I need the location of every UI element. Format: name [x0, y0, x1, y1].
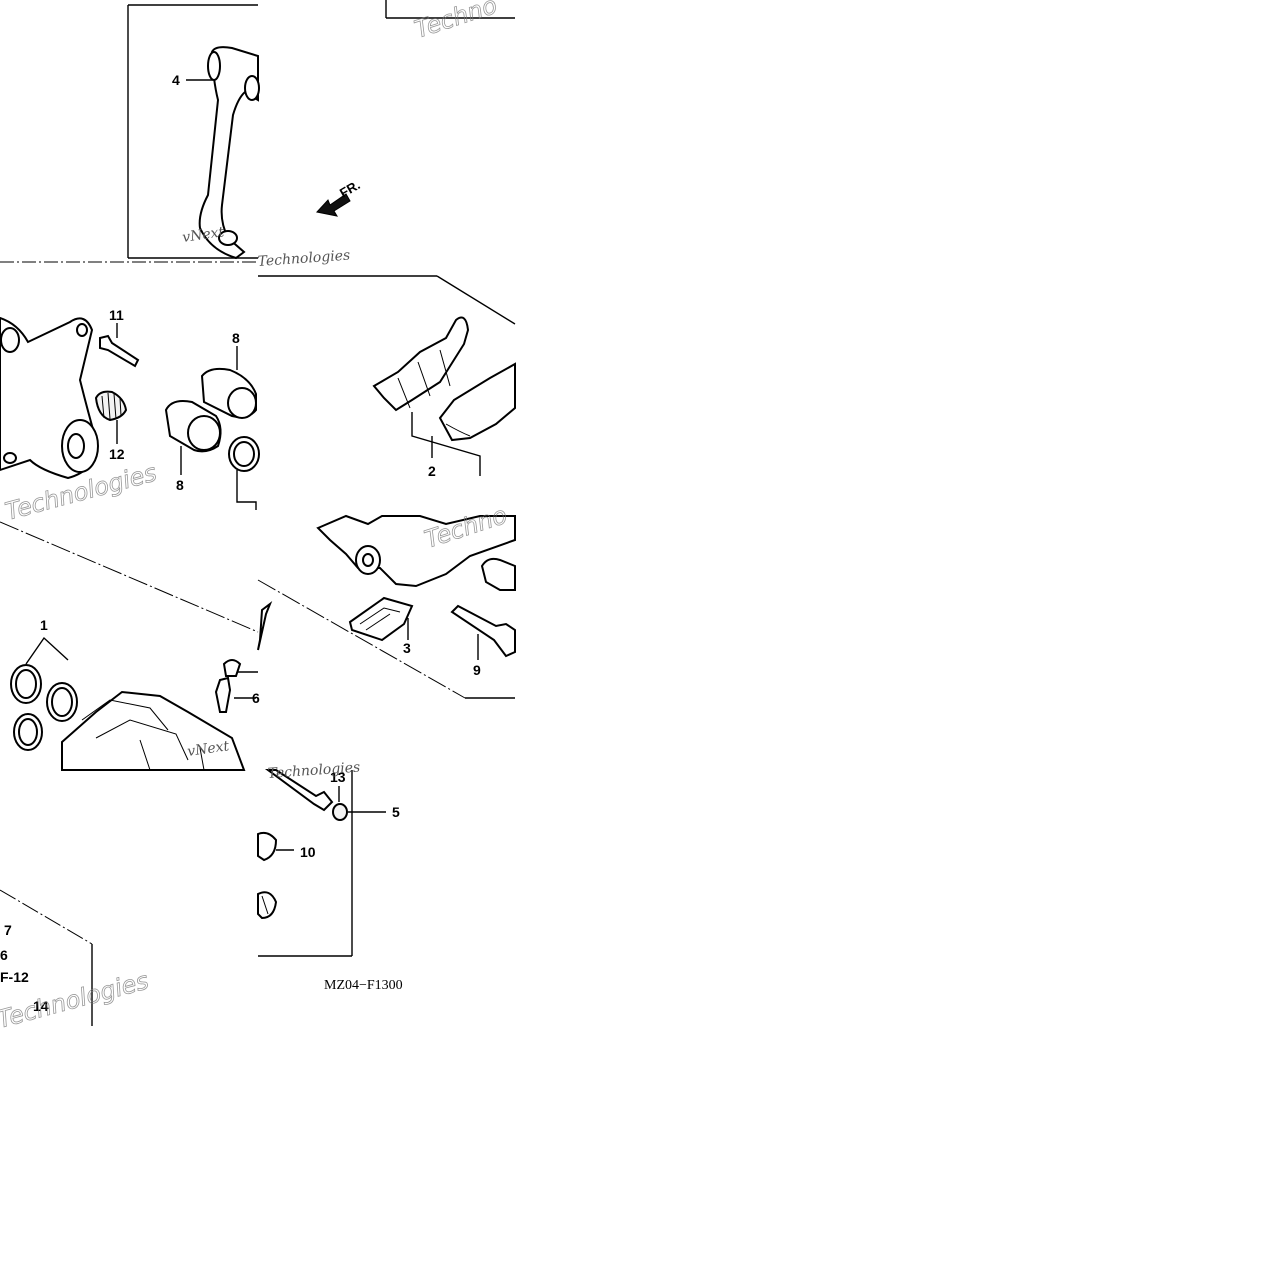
callout-7: 7	[4, 922, 12, 938]
tile-top: 4 vNext	[127, 4, 260, 260]
boot-part-12	[94, 390, 128, 444]
tile-bottom-left: 7 6 F-12 14 Technologies	[0, 889, 152, 1034]
support-bracket-part	[316, 514, 516, 588]
callout-3: 3	[403, 640, 411, 656]
front-direction-arrow-icon	[316, 193, 351, 217]
callout-11: 11	[109, 307, 124, 323]
callout-12: 12	[109, 446, 125, 462]
slide-pin-part	[450, 604, 516, 660]
callout-4: 4	[172, 72, 180, 88]
callout-6: 6	[0, 947, 8, 963]
cap-part-lower	[257, 891, 278, 920]
caliper-bracket-part	[0, 316, 99, 480]
callout-2: 2	[428, 463, 436, 479]
reference-code: MZ04−F1300	[324, 978, 403, 993]
watermark-vnext-top: vNext	[181, 224, 225, 246]
callout-8-lower: 8	[176, 477, 184, 493]
callout-10: 10	[300, 844, 316, 860]
pin-part-13	[264, 769, 386, 821]
bleeder-valve-part	[214, 659, 258, 713]
tile-middle-left: 11 12 8 8 Technologies	[0, 261, 260, 526]
tile-lower-left: 1 6 vNext	[0, 521, 260, 771]
bracket-bolt-part	[480, 557, 516, 591]
watermark-top-right: Techno	[411, 0, 500, 44]
tile-lower-right: 3 9 Techno	[257, 500, 516, 699]
piston-part-8b	[164, 400, 222, 475]
callout-14: 14	[33, 998, 49, 1014]
callout-8-upper: 8	[232, 330, 240, 346]
bolt-part-11	[99, 323, 140, 368]
piston-part-8a	[200, 346, 257, 419]
brake-pedal-part	[198, 46, 260, 260]
callout-6-partial: 6	[252, 690, 260, 706]
tile-bottom-right: 13 5 10 Technologies MZ04−F1300	[257, 760, 403, 993]
seal-ring-part	[228, 436, 260, 510]
pad-spring-part	[348, 596, 414, 642]
caliper-body-part	[61, 690, 246, 771]
callout-9: 9	[473, 662, 481, 678]
watermark-bottom-right: Technologies	[267, 760, 361, 782]
brake-pad-part-upper	[372, 316, 481, 476]
cap-part-10	[257, 831, 294, 862]
watermark-vnext-lower: vNext	[186, 738, 230, 760]
clip-part	[257, 601, 273, 651]
tile-top-right: Techno FR. Technologies	[257, 0, 515, 270]
callout-13: 13	[330, 769, 346, 785]
section-reference: F-12	[0, 969, 29, 985]
callout-1: 1	[40, 617, 48, 633]
tile-middle-right: 2	[258, 275, 516, 479]
brake-pad-part-lower	[438, 362, 516, 442]
piston-seal-part-1	[10, 636, 78, 751]
watermark-top-mid: Technologies	[257, 248, 351, 270]
callout-5: 5	[392, 804, 400, 820]
